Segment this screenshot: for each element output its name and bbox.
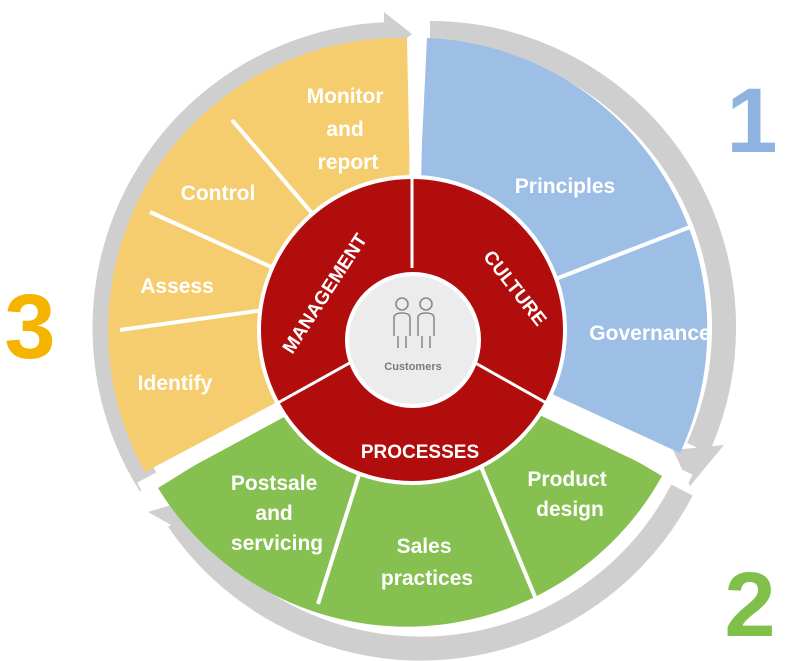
assess-label: Assess	[140, 275, 214, 298]
postsale-line-3: servicing	[231, 532, 323, 555]
principles-label: Principles	[515, 175, 615, 198]
ring-arc-3	[92, 22, 393, 492]
identify-label: Identify	[138, 372, 213, 395]
postsale-line-2: and	[255, 502, 292, 525]
monitor-line-1: Monitor	[307, 85, 384, 108]
core-divider-left	[273, 358, 356, 407]
product-design-line-2: design	[536, 498, 604, 521]
phase-number-3: 3	[4, 276, 55, 378]
core-divider-right	[469, 358, 551, 407]
sales-practices-line-2: practices	[381, 567, 473, 590]
monitor-report-label: Monitor and report	[307, 85, 390, 174]
phase-number-1: 1	[726, 70, 777, 172]
phase-number-2: 2	[724, 554, 775, 656]
monitor-line-3: report	[318, 151, 379, 174]
control-label: Control	[181, 182, 256, 205]
product-design-label: Product design	[527, 468, 612, 521]
sales-practices-line-1: Sales	[397, 535, 452, 558]
postsale-line-1: Postsale	[231, 472, 317, 495]
center-circle	[345, 272, 481, 408]
processes-label: PROCESSES	[361, 442, 479, 463]
ring-arc-2	[168, 484, 693, 661]
postsale-servicing-label: Postsale and servicing	[231, 472, 323, 555]
product-design-line-1: Product	[527, 468, 606, 491]
people-icon	[393, 297, 435, 348]
ring-arc-1	[429, 21, 737, 453]
monitor-line-2: and	[326, 118, 363, 141]
customers-label: Customers	[384, 361, 441, 373]
phase-1-divider	[539, 225, 691, 287]
sales-practices-label: Sales practices	[381, 535, 473, 590]
center-hub: Customers	[345, 272, 481, 408]
outer-cycle-ring	[92, 12, 737, 661]
governance-label: Governance	[589, 322, 710, 345]
